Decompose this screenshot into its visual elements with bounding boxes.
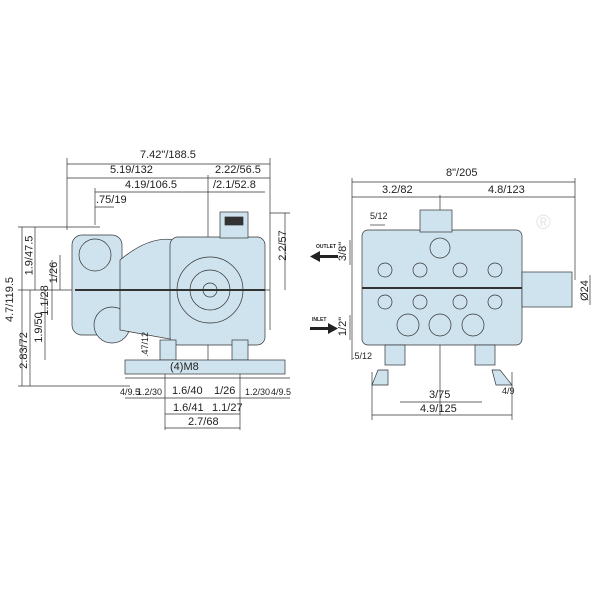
foot-offset-label: .5/12 xyxy=(352,351,373,361)
height-base-label: 2.83/72 xyxy=(17,332,30,369)
outlet-arrow-icon xyxy=(310,251,338,262)
length-c-label: 4.19/106.5 xyxy=(125,179,177,191)
mount-a-label: 1.6/41 xyxy=(173,402,204,414)
inlet-label: INLET xyxy=(312,317,327,323)
length-d-label: /2.1/52.8 xyxy=(213,179,256,191)
height-e-label: 1.9/50 xyxy=(32,312,45,343)
bolt-spacing-label: 3/75 xyxy=(429,389,451,401)
mount-total-label: 2.7/68 xyxy=(188,416,219,428)
overall-height-label: 4.7/119.5 xyxy=(4,276,17,323)
bottom-dim-4: 1/26 xyxy=(214,385,236,397)
foot-width-label: 4/9 xyxy=(502,386,515,396)
bottom-dim-1: 4/9.5 xyxy=(120,387,141,397)
front-view-dimension-lines xyxy=(349,178,591,420)
height-g-label: 1/26 xyxy=(48,261,61,284)
registered-watermark: ® xyxy=(536,212,551,234)
bottom-dim-5: 1.2/30 xyxy=(245,387,271,397)
bottom-dim-3: 1.6/40 xyxy=(172,385,203,397)
width-left-label: 3.2/82 xyxy=(382,184,413,196)
overall-width-label: 8"/205 xyxy=(446,167,478,179)
bottom-dim-2: 1.2/30 xyxy=(137,387,163,397)
height-f-label: 1.1/28 xyxy=(38,285,51,316)
bolt-spec-label: (4)M8 xyxy=(170,361,199,373)
bottom-dim-6: 4/9.5 xyxy=(271,387,292,397)
outlet-label: OUTLET xyxy=(316,244,336,250)
base-width-label: 4.9/125 xyxy=(420,403,457,415)
length-b-label: 2.22/56.5 xyxy=(215,164,261,176)
foot-thickness-label: .47/12 xyxy=(140,331,151,358)
side-view-pump-body xyxy=(71,211,286,375)
top-offset-label: 5/12 xyxy=(370,211,388,221)
port-offset-label: .75/19 xyxy=(96,194,127,206)
mount-b-label: 1.1/27 xyxy=(212,402,243,414)
inlet-arrow-icon xyxy=(310,323,338,334)
shaft-diameter-label: Ø24 xyxy=(578,280,591,301)
overall-length-label: 7.42"/188.5 xyxy=(140,149,196,161)
height-top-label: 1.9/47.5 xyxy=(23,235,36,276)
length-a-label: 5.19/132 xyxy=(110,164,153,176)
width-right-label: 4.8/123 xyxy=(488,184,525,196)
outlet-size-label: 3/8" xyxy=(337,241,350,262)
height-right-label: 2.2/57 xyxy=(276,230,289,261)
inlet-size-label: 1/2" xyxy=(337,316,350,337)
side-view-dimension-lines xyxy=(18,158,290,430)
front-view-pump-body xyxy=(361,209,573,386)
